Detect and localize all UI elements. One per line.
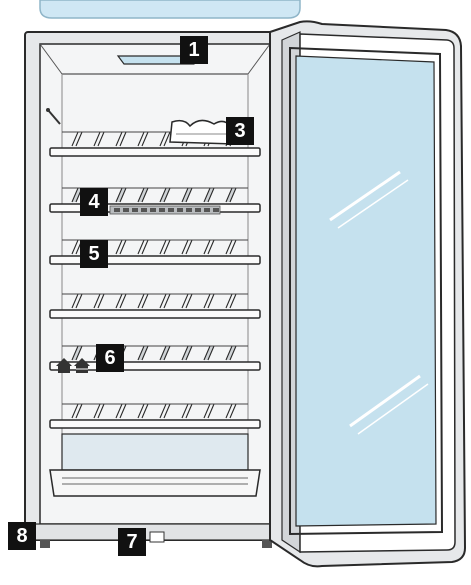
callout-1: 1	[180, 36, 208, 64]
display-segment	[159, 208, 165, 212]
callout-5: 5	[80, 240, 108, 268]
display-segment	[150, 208, 156, 212]
cabinet-base	[28, 524, 280, 548]
display-segment	[204, 208, 210, 212]
display-segment	[195, 208, 201, 212]
display-segment	[123, 208, 129, 212]
bottom-drawer	[50, 434, 260, 496]
display-segment	[177, 208, 183, 212]
display-panel	[110, 206, 220, 214]
callout-8: 8	[8, 522, 36, 550]
top-panel	[40, 0, 300, 18]
display-segment	[186, 208, 192, 212]
display-segment	[132, 208, 138, 212]
display-segment	[168, 208, 174, 212]
callout-7: 7	[118, 528, 146, 556]
glass-door	[270, 21, 465, 566]
display-segment	[141, 208, 147, 212]
callout-3: 3	[226, 117, 254, 145]
display-segment	[114, 208, 120, 212]
callout-4: 4	[80, 188, 108, 216]
callout-6: 6	[96, 344, 124, 372]
display-segment	[213, 208, 219, 212]
bottle-cradle	[170, 120, 234, 144]
